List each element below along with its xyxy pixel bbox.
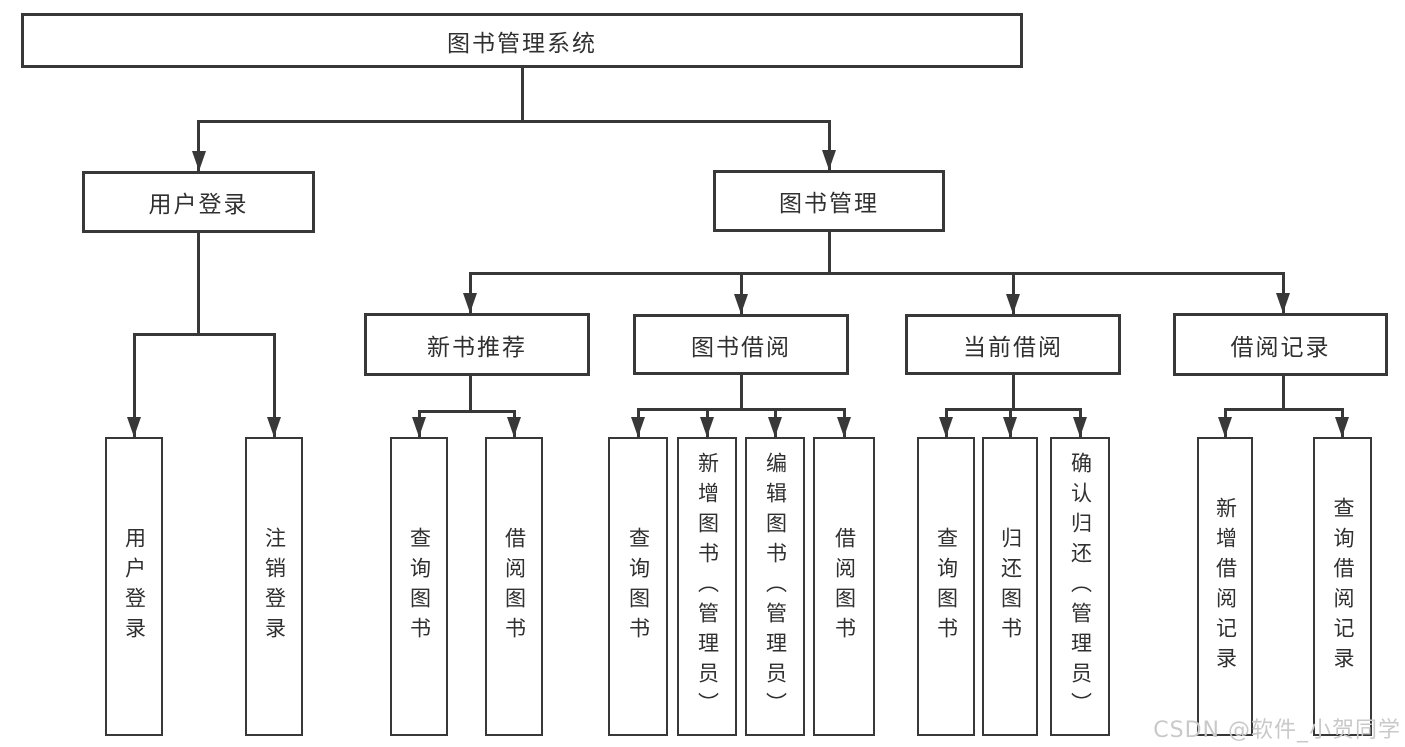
user-login-node: 用户登录 [82, 171, 315, 233]
arrow-down-icon [1276, 293, 1290, 313]
arrow-down-icon [939, 417, 953, 437]
connector-line [944, 408, 1082, 411]
arrow-down-icon [267, 417, 281, 437]
connector-line [1281, 272, 1285, 313]
connector-line [827, 120, 831, 170]
connector-line [739, 272, 743, 314]
leaf-logout-login-label: 注销登录 [262, 526, 287, 647]
arrow-down-icon [700, 417, 714, 437]
connector-line [1223, 408, 1344, 411]
leaf-borrow-books-borrow: 借阅图书 [813, 437, 875, 736]
system-root-node: 图书管理系统 [21, 13, 1023, 68]
arrow-down-icon [1335, 417, 1349, 437]
connector-line [468, 272, 472, 313]
connector-line [272, 333, 276, 437]
leaf-query-borrow-record: 查询借阅记录 [1313, 437, 1372, 736]
leaf-borrow-books-borrow-label: 借阅图书 [832, 526, 857, 647]
arrow-down-icon [822, 150, 836, 170]
connector-line [1011, 272, 1015, 314]
leaf-user-login-label: 用户登录 [122, 526, 147, 647]
connector-line [197, 120, 830, 123]
arrow-down-icon [837, 417, 851, 437]
connector-line [827, 232, 831, 272]
connector-line [739, 375, 743, 408]
leaf-query-books-recommend: 查询图书 [390, 437, 448, 736]
leaf-query-books-current-label: 查询图书 [934, 526, 959, 647]
leaf-add-book-admin: 新增图书（管理员） [677, 437, 737, 736]
watermark: CSDN @软件_小贺同学 [1153, 718, 1401, 743]
leaf-confirm-return-admin: 确认归还（管理员） [1050, 437, 1110, 736]
arrow-down-icon [1073, 417, 1087, 437]
connector-line [417, 410, 516, 413]
connector-line [197, 233, 200, 333]
arrow-down-icon [191, 151, 206, 171]
connector-line [468, 376, 472, 410]
arrow-down-icon [768, 417, 782, 437]
leaf-edit-book-admin: 编辑图书（管理员） [745, 437, 805, 736]
connector-line [520, 68, 524, 120]
leaf-borrow-books-recommend: 借阅图书 [485, 437, 543, 736]
arrow-down-icon [1003, 417, 1017, 437]
leaf-query-books-borrow: 查询图书 [608, 437, 668, 736]
arrow-down-icon [734, 294, 748, 314]
leaf-query-borrow-record-label: 查询借阅记录 [1331, 496, 1356, 677]
connector-line [1281, 376, 1285, 408]
connector-line [132, 333, 136, 437]
leaf-query-books-current: 查询图书 [917, 437, 975, 736]
current-borrow-node: 当前借阅 [905, 314, 1121, 375]
new-book-recommend-node: 新书推荐 [364, 313, 590, 376]
arrow-down-icon [1006, 294, 1020, 314]
leaf-user-login: 用户登录 [105, 437, 163, 736]
leaf-edit-book-admin-label: 编辑图书（管理员） [763, 451, 788, 722]
leaf-add-borrow-record: 新增借阅记录 [1197, 437, 1253, 736]
book-management-node: 图书管理 [713, 170, 945, 232]
leaf-confirm-return-admin-label: 确认归还（管理员） [1068, 451, 1093, 722]
connector-line [468, 272, 1285, 275]
leaf-add-borrow-record-label: 新增借阅记录 [1213, 496, 1238, 677]
leaf-return-books-label: 归还图书 [998, 526, 1023, 647]
connector-line [132, 333, 276, 336]
leaf-query-books-recommend-label: 查询图书 [407, 526, 432, 647]
connector-line [197, 120, 200, 171]
connector-line [636, 408, 846, 411]
arrow-down-icon [1218, 417, 1232, 437]
leaf-return-books: 归还图书 [982, 437, 1038, 736]
leaf-borrow-books-recommend-label: 借阅图书 [502, 526, 527, 647]
book-borrow-node: 图书借阅 [633, 314, 849, 375]
arrow-down-icon [631, 417, 645, 437]
leaf-query-books-borrow-label: 查询图书 [626, 526, 651, 647]
leaf-add-book-admin-label: 新增图书（管理员） [695, 451, 720, 722]
arrow-down-icon [127, 417, 141, 437]
arrow-down-icon [412, 417, 426, 437]
arrow-down-icon [507, 417, 521, 437]
leaf-logout-login: 注销登录 [245, 437, 303, 736]
connector-line [1011, 375, 1015, 408]
arrow-down-icon [463, 293, 477, 313]
borrow-record-node: 借阅记录 [1173, 313, 1388, 376]
